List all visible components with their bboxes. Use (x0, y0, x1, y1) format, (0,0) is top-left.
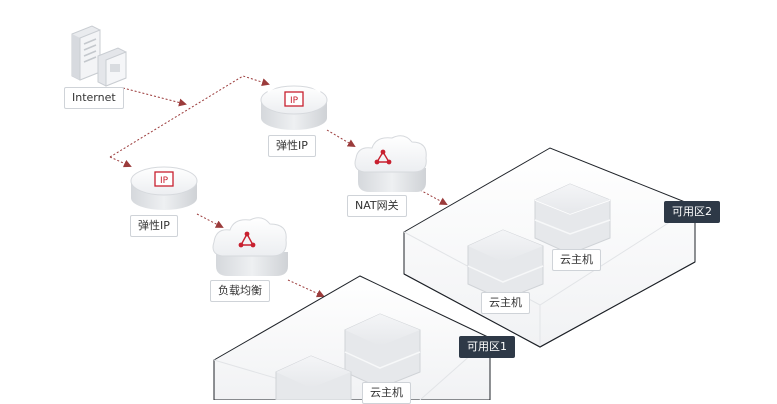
link-lb-to-zone1 (287, 279, 325, 298)
connector-lines (109, 75, 448, 298)
nat-cloud-node (354, 135, 427, 192)
nat-network-icon (375, 150, 391, 163)
link-eip-to-lb (196, 213, 224, 228)
vm-zone2-back (534, 183, 611, 255)
vm-zone2-front (467, 229, 544, 301)
vm-zone1-back-label: 云主机 (362, 382, 411, 404)
vm-zone2-back-label: 云主机 (552, 249, 601, 271)
eip-top-label: 弹性IP (268, 135, 316, 157)
link-routing-down (109, 156, 132, 168)
vm-zone1-front (275, 355, 352, 401)
link-nat-to-zone2 (419, 189, 448, 205)
ip-badge-text: IP (290, 96, 299, 106)
eip-left-label: 弹性IP (130, 215, 178, 237)
nat-label: NAT网关 (347, 195, 407, 217)
eip-top-node (260, 81, 328, 130)
zone2-box (403, 147, 696, 348)
lb-network-icon (239, 232, 255, 246)
lb-cloud-node (212, 217, 288, 276)
server-icon (71, 25, 127, 87)
ip-badge-text: IP (160, 176, 169, 186)
vm-zone1-back (344, 313, 421, 389)
ip-badge-icon: IP (154, 171, 174, 187)
zone1-tag: 可用区1 (459, 336, 515, 358)
internet-label: Internet (64, 87, 124, 109)
lb-label: 负载均衡 (210, 280, 270, 302)
link-routing-up (109, 75, 270, 158)
vm-zone2-front-label: 云主机 (481, 292, 530, 314)
link-eip-to-nat (326, 129, 356, 148)
zone2-tag: 可用区2 (664, 201, 720, 223)
ip-badge-icon: IP (284, 91, 304, 107)
link-internet-to-eip (122, 87, 187, 107)
